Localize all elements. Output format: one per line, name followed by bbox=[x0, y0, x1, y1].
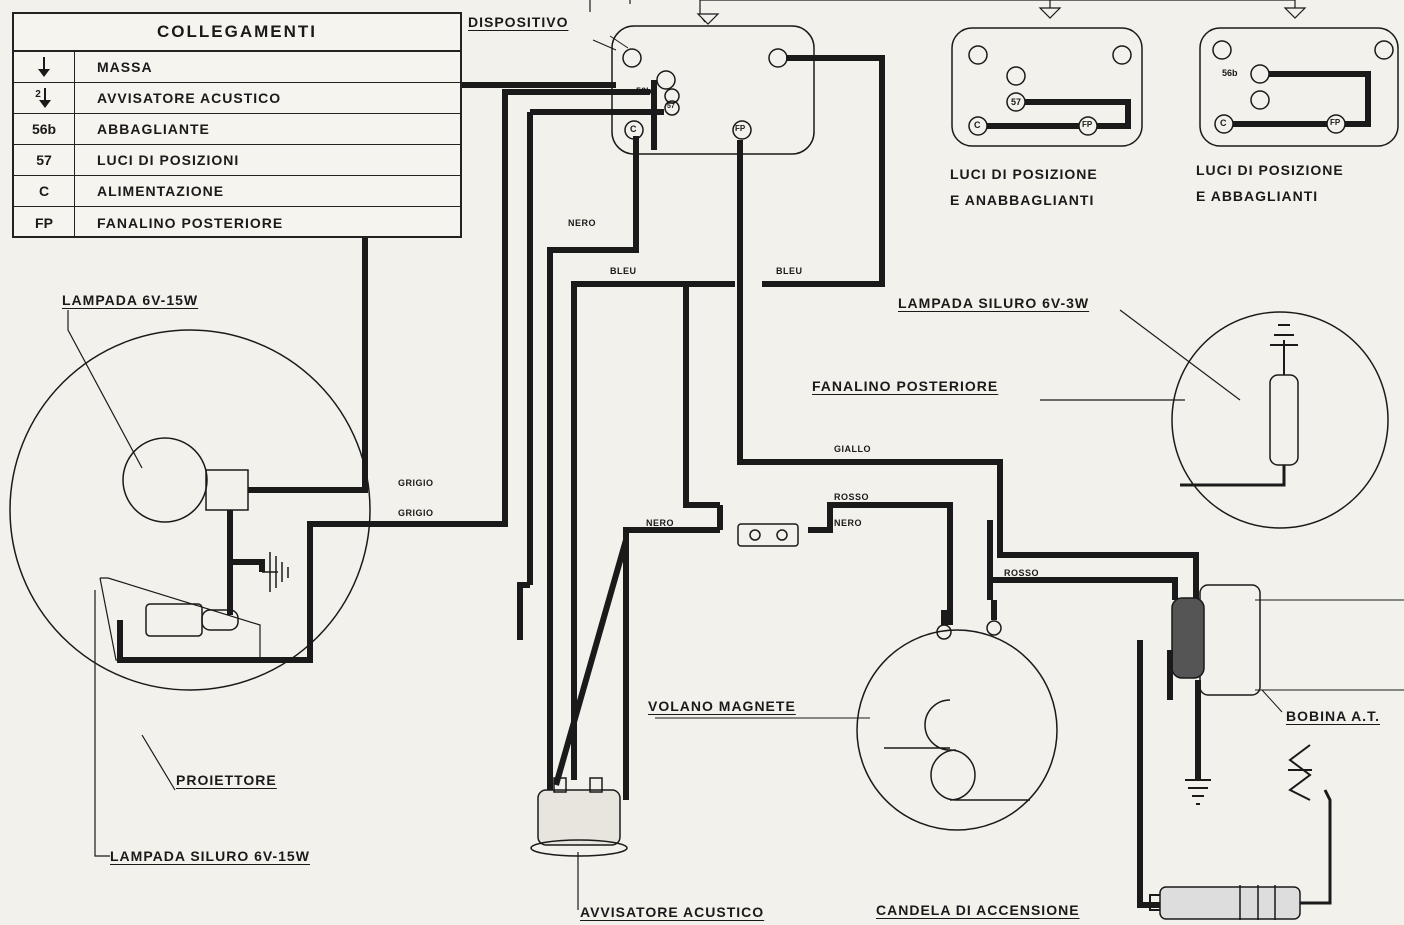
wire-label: ROSSO bbox=[834, 492, 870, 502]
legend-row: C ALIMENTAZIONE bbox=[14, 176, 460, 207]
legend-title: COLLEGAMENTI bbox=[14, 14, 460, 52]
projector-circle bbox=[9, 329, 371, 691]
pin-label: C bbox=[1220, 118, 1227, 128]
front-lamp-label: LAMPADA 6V-15W bbox=[62, 292, 199, 308]
switch1-label-line2: E ANABBAGLIANTI bbox=[950, 192, 1095, 208]
projector-label: PROIETTORE bbox=[176, 772, 277, 788]
legend-row: FP FANALINO POSTERIORE bbox=[14, 207, 460, 238]
tail-light-label: FANALINO POSTERIORE bbox=[812, 378, 999, 394]
rear-lamp-circle bbox=[1171, 311, 1389, 529]
pin-label: C bbox=[630, 124, 637, 134]
wire-label: GRIGIO bbox=[398, 478, 434, 488]
legend-row: 2 AVVISATORE ACUSTICO bbox=[14, 83, 460, 114]
wire-label: NERO bbox=[646, 518, 675, 528]
legend-symbol: C bbox=[14, 176, 75, 206]
dispositivo-label: DISPOSITIVO bbox=[468, 14, 569, 30]
pin-label: FP bbox=[1082, 120, 1093, 129]
pin-label: C bbox=[974, 120, 981, 130]
wire-label: GRIGIO bbox=[398, 508, 434, 518]
pin-label: 57 bbox=[667, 103, 675, 110]
legend-row: MASSA bbox=[14, 52, 460, 83]
pin-label: FP bbox=[735, 124, 746, 133]
wire-label: BLEU bbox=[776, 266, 803, 276]
horn-label: AVVISATORE ACUSTICO bbox=[580, 904, 765, 920]
ground-arrow-icon bbox=[14, 52, 75, 82]
legend-symbol: 56b bbox=[14, 114, 75, 144]
pin-label: FP bbox=[1330, 118, 1341, 127]
legend-symbol: 2 bbox=[35, 88, 41, 100]
volano-circle bbox=[856, 629, 1058, 831]
magneto-label: VOLANO MAGNETE bbox=[648, 698, 796, 714]
legend-text: ALIMENTAZIONE bbox=[97, 183, 225, 199]
rear-lamp-label: LAMPADA SILURO 6V-3W bbox=[898, 295, 1090, 311]
legend-symbol: 57 bbox=[14, 145, 75, 175]
wire-label: NERO bbox=[568, 218, 597, 228]
switch2-label-line2: E ABBAGLIANTI bbox=[1196, 188, 1319, 204]
legend-text: AVVISATORE ACUSTICO bbox=[97, 90, 282, 106]
horn-ground-icon: 2 bbox=[14, 83, 75, 113]
wire-label: NERO bbox=[834, 518, 863, 528]
coil-label: BOBINA A.T. bbox=[1286, 708, 1380, 724]
legend-text: FANALINO POSTERIORE bbox=[97, 214, 284, 231]
legend-text: LUCI DI POSIZIONI bbox=[97, 152, 240, 168]
legend-text: MASSA bbox=[97, 59, 153, 75]
legend-row: 57 LUCI DI POSIZIONI bbox=[14, 145, 460, 176]
switch2-label-line1: LUCI DI POSIZIONE bbox=[1196, 162, 1344, 178]
front-siluro-label: LAMPADA SILURO 6V-15W bbox=[110, 848, 310, 864]
legend-row: 56b ABBAGLIANTE bbox=[14, 114, 460, 145]
legend-table: COLLEGAMENTI MASSA 2 AVVISATORE ACUSTICO… bbox=[12, 12, 462, 238]
spark-plug-label: CANDELA DI ACCENSIONE bbox=[876, 902, 1080, 918]
wire-label: GIALLO bbox=[834, 444, 871, 454]
pin-label: 57 bbox=[1011, 97, 1022, 107]
pin-label: 56b bbox=[1222, 68, 1238, 78]
legend-text: ABBAGLIANTE bbox=[97, 121, 210, 137]
wire-label: BLEU bbox=[610, 266, 637, 276]
wire-label: ROSSO bbox=[1004, 568, 1040, 578]
legend-symbol: FP bbox=[14, 207, 75, 238]
switch1-label-line1: LUCI DI POSIZIONE bbox=[950, 166, 1098, 182]
pin-label: 56b bbox=[636, 86, 652, 96]
